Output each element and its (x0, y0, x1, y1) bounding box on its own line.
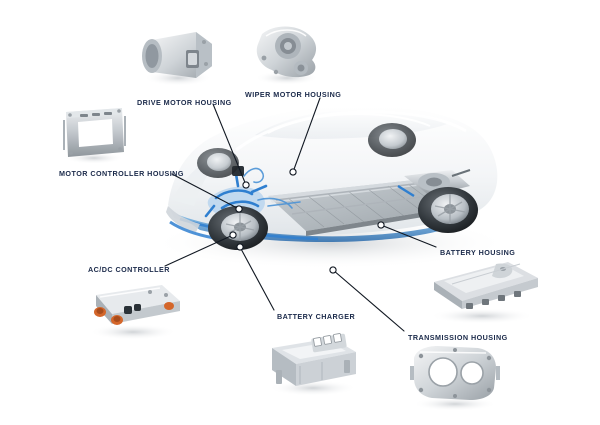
callout-label-motor-controller-housing: MOTOR CONTROLLER HOUSING (59, 169, 184, 178)
leader-line-battery-housing (380, 224, 437, 248)
callout-label-battery-housing: BATTERY HOUSING (440, 248, 516, 257)
leader-line-ac-dc-controller (164, 234, 234, 267)
leader-endpoint-battery-housing (377, 221, 385, 229)
wheel-rear-far (368, 123, 416, 157)
callout-label-ac-dc-controller: AC/DC CONTROLLER (88, 265, 170, 274)
hv-connectors (94, 302, 174, 325)
part-battery-charger (269, 333, 357, 396)
charger-ports (311, 333, 347, 353)
leader-line-drive-motor-housing (212, 103, 247, 186)
leader-endpoint-wiper-motor-housing (289, 168, 297, 176)
part-drive-motor-housing (142, 29, 212, 86)
leader-line-battery-charger (239, 246, 275, 311)
vehicle-illustration (150, 106, 510, 269)
leader-endpoint-drive-motor-housing (242, 181, 250, 189)
callout-label-wiper-motor-housing: WIPER MOTOR HOUSING (245, 90, 342, 99)
leader-endpoint-battery-charger (236, 243, 244, 251)
callout-label-transmission-housing: TRANSMISSION HOUSING (408, 333, 508, 342)
callout-leader-lines (164, 97, 437, 332)
wheel-front-far (197, 148, 239, 178)
part-motor-controller-housing (63, 108, 126, 164)
part-transmission-housing (410, 346, 500, 411)
leader-endpoint-motor-controller-housing (235, 205, 243, 213)
callout-label-battery-charger: BATTERY CHARGER (277, 312, 356, 321)
wheel-front (208, 206, 268, 250)
part-wiper-motor-housing (255, 26, 319, 85)
leader-endpoint-transmission-housing (329, 266, 337, 274)
leader-line-motor-controller-housing (171, 173, 240, 210)
leader-endpoint-ac-dc-controller (229, 231, 237, 239)
leader-line-transmission-housing (332, 269, 405, 332)
wheel-rear (418, 187, 478, 233)
part-battery-housing (430, 262, 538, 324)
leader-line-wiper-motor-housing (292, 97, 321, 173)
part-ac-dc-controller (89, 285, 180, 340)
callout-label-drive-motor-housing: DRIVE MOTOR HOUSING (137, 98, 232, 107)
